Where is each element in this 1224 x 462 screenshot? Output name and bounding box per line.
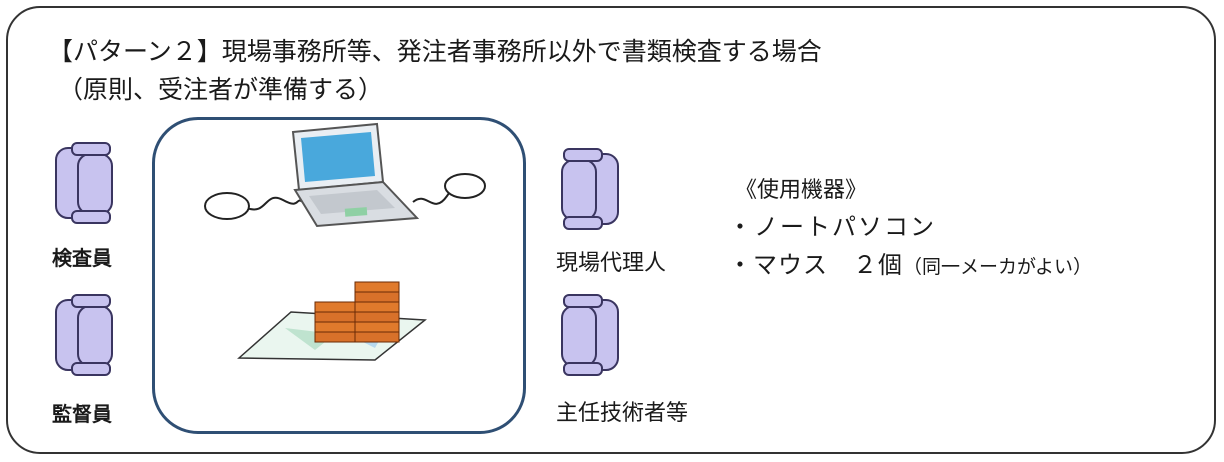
diagram-title: 【パターン２】現場事務所等、発注者事務所以外で書類検査する場合: [48, 37, 822, 66]
diagram-subtitle: （原則、受注者が準備する）: [58, 75, 384, 104]
equipment-heading: 《使用機器》: [735, 178, 868, 203]
document-stack-icon: [237, 281, 427, 361]
equipment-item-mouse: ・マウス ２個（同一メーカがよい）: [728, 245, 1092, 280]
equipment-item-text: ・マウス ２個: [728, 251, 903, 279]
supervisor-chair-icon: [55, 294, 113, 376]
equipment-item-laptop: ・ノートパソコン: [728, 207, 936, 242]
inspection-table: [152, 117, 526, 434]
diagram-frame: [6, 6, 1216, 454]
laptop-with-mice-icon: [204, 122, 486, 228]
site-agent-chair-icon: [561, 148, 619, 230]
inspector-chair-icon: [55, 142, 113, 224]
chief-engineer-label: 主任技術者等: [556, 401, 689, 426]
inspector-label: 検査員: [52, 246, 112, 270]
chief-engineer-chair-icon: [561, 294, 619, 376]
supervisor-label: 監督員: [52, 402, 112, 426]
equipment-item-text: ・ノートパソコン: [728, 213, 936, 241]
site-agent-label: 現場代理人: [556, 251, 667, 276]
equipment-item-note: （同一メーカがよい）: [903, 256, 1093, 278]
